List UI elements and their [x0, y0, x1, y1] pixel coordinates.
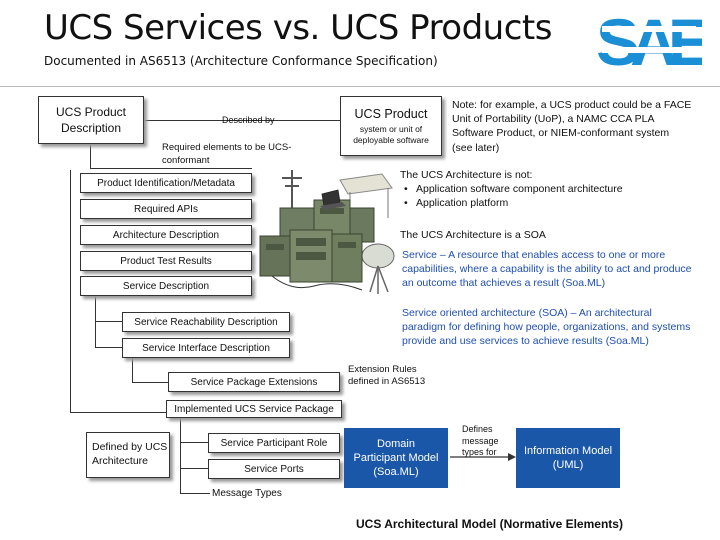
- deployable-equipment-image: [252, 164, 400, 302]
- tree-item-service-description: Service Description: [80, 276, 252, 296]
- tree-item-service-reachability: Service Reachability Description: [122, 312, 290, 332]
- ucs-product-title: UCS Product: [355, 107, 428, 121]
- not-list-item: • Application software component archite…: [400, 182, 700, 196]
- implemented-branch: [180, 418, 181, 493]
- tree-item-implemented-service-package: Implemented UCS Service Package: [166, 400, 342, 418]
- tree-item-architecture-description: Architecture Description: [80, 225, 252, 245]
- tree-item-service-participant-role: Service Participant Role: [208, 433, 340, 453]
- not-list-item: • Application platform: [400, 196, 700, 210]
- product-desc-line2: Description: [61, 120, 121, 136]
- tree-item-product-identification: Product Identification/Metadata: [80, 173, 252, 193]
- branch-service-ports: [180, 468, 210, 469]
- product-desc-stem: [90, 144, 91, 168]
- soa-heading: The UCS Architecture is a SOA: [400, 228, 546, 242]
- tree-item-product-test-results: Product Test Results: [80, 251, 252, 271]
- sae-logo-text: SAE: [596, 10, 702, 72]
- service-desc-branch: [95, 290, 96, 347]
- service-definition: Service – A resource that enables access…: [402, 248, 692, 291]
- branch-reachability: [95, 321, 124, 322]
- tree-item-required-apis: Required APIs: [80, 199, 252, 219]
- not-list: The UCS Architecture is not: • Applicati…: [400, 168, 700, 211]
- sae-logo: SAE: [596, 10, 702, 72]
- branch-package-ext: [132, 382, 170, 383]
- slide-subtitle: Documented in AS6513 (Architecture Confo…: [44, 54, 438, 68]
- tree-item-service-ports: Service Ports: [208, 459, 340, 479]
- tree-item-message-types: Message Types: [212, 488, 282, 499]
- example-note: Note: for example, a UCS product could b…: [452, 98, 692, 155]
- defined-by-ucs-architecture-box: Defined by UCS Architecture: [86, 432, 170, 478]
- tree-item-service-package-extensions: Service Package Extensions: [168, 372, 340, 392]
- defines-arrow: [448, 450, 518, 464]
- domain-participant-model-box: Domain Participant Model (Soa.ML): [344, 428, 448, 488]
- tree-item-service-interface: Service Interface Description: [122, 338, 290, 358]
- architectural-model-caption: UCS Architectural Model (Normative Eleme…: [356, 517, 623, 531]
- tree-trunk: [70, 170, 71, 413]
- service-definition-text: – A resource that enables access to one …: [402, 249, 692, 289]
- soa-term: Service oriented architecture (SOA): [402, 307, 568, 319]
- branch-interface: [95, 347, 124, 348]
- ucs-product-description-box: UCS Product Description: [38, 96, 144, 144]
- bullet-icon: •: [404, 182, 416, 196]
- not-list-item-text: Application software component architect…: [416, 182, 623, 196]
- described-by-label: Described by: [222, 115, 275, 125]
- branch-message-types: [180, 493, 210, 494]
- ucs-product-caption: system or unit of deployable software: [341, 124, 441, 145]
- information-model-box: Information Model (UML): [516, 428, 620, 488]
- soa-definition: Service oriented architecture (SOA) – An…: [402, 306, 698, 349]
- ucs-product-box: UCS Product system or unit of deployable…: [340, 96, 442, 156]
- branch-implemented: [70, 412, 166, 413]
- bullet-icon: •: [404, 196, 416, 210]
- slide-title: UCS Services vs. UCS Products: [44, 8, 552, 48]
- service-term: Service: [402, 249, 437, 261]
- extension-rules-label: Extension Rules defined in AS6513: [348, 364, 448, 389]
- not-list-item-text: Application platform: [416, 196, 508, 210]
- product-desc-line1: UCS Product: [56, 104, 126, 120]
- title-divider: [0, 86, 720, 87]
- branch-participant-role: [180, 442, 210, 443]
- not-list-heading: The UCS Architecture is not:: [400, 168, 700, 182]
- required-elements-bar: [90, 168, 252, 169]
